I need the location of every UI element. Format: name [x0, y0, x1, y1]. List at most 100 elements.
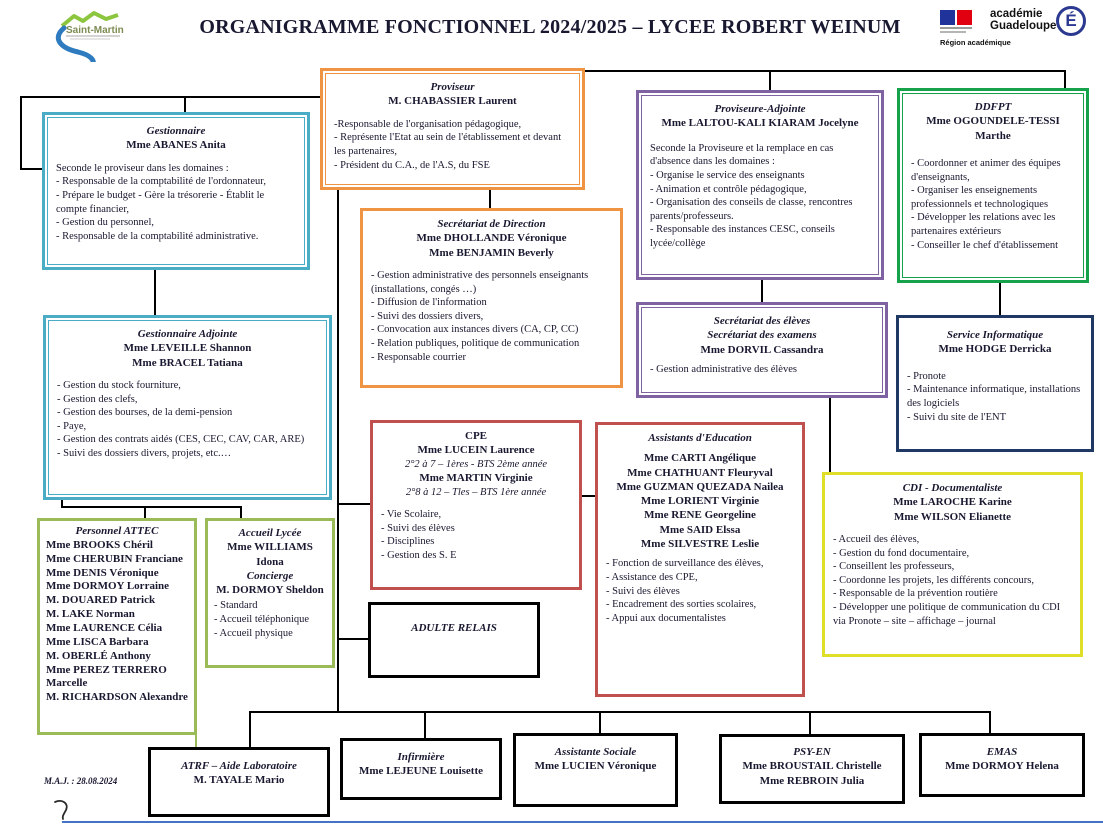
- academie-word: académie: [990, 8, 1043, 20]
- gestionnaire-role: Gestionnaire: [146, 125, 206, 137]
- connector: [582, 495, 596, 497]
- connector: [249, 711, 991, 713]
- infirmiere-names: Mme LEJEUNE Louisette: [358, 765, 484, 778]
- assistants-education-role: Assistants d'Education: [648, 432, 752, 444]
- accueil-lycee-names: Mme WILLIAMS Idona: [227, 541, 313, 568]
- ddfpt-duties: - Coordonner et animer des équipes d'ens…: [911, 157, 1061, 251]
- cdi-names: Mme LAROCHE Karine Mme WILSON Elianette: [893, 496, 1012, 523]
- connector: [1064, 70, 1066, 89]
- connector: [249, 711, 251, 748]
- connector: [20, 168, 44, 170]
- connector: [989, 711, 991, 734]
- bottom-rule: [62, 821, 1103, 823]
- service-informatique-names: Mme HODGE Derricka: [938, 343, 1052, 356]
- gestionnaire-adjointe-role: Gestionnaire Adjointe: [137, 328, 238, 340]
- box-secretariat-eleves: Secrétariat des élèves Secrétariat des e…: [636, 302, 888, 398]
- assistants-education-names: Mme CARTI Angélique Mme CHATHUANT Fleury…: [616, 452, 784, 551]
- ddfpt-role: DDFPT: [974, 101, 1012, 113]
- secretariat-direction-duties: - Gestion administrative des personnels …: [371, 269, 589, 363]
- box-secretariat-direction: Secrétariat de Direction Mme DHOLLANDE V…: [360, 208, 623, 388]
- box-atrf: ATRF – Aide Laboratoire M. TAYALE Mario: [148, 747, 330, 817]
- box-infirmiere: Infirmière Mme LEJEUNE Louisette: [340, 738, 502, 800]
- academie-badge-icon: É: [1056, 6, 1086, 36]
- saint-martin-logo-label: Saint-Martin: [66, 25, 124, 36]
- concierge-role: Concierge: [246, 569, 294, 582]
- academie-logo-text: académie Guadeloupe: [990, 8, 1056, 32]
- gestionnaire-adjointe-names: Mme LEVEILLE Shannon Mme BRACEL Tatiana: [123, 342, 252, 369]
- box-psy-en: PSY-EN Mme BROUSTAIL Christelle Mme REBR…: [719, 734, 905, 804]
- ddfpt-names: Mme OGOUNDELE-TESSI Marthe: [926, 115, 1060, 142]
- service-informatique-duties: - Pronote - Maintenance informatique, in…: [907, 370, 1081, 423]
- connector: [20, 96, 22, 170]
- gestionnaire-names: Mme ABANES Anita: [126, 139, 226, 152]
- proviseur-names: M. CHABASSIER Laurent: [388, 95, 517, 108]
- atrf-role: ATRF – Aide Laboratoire: [181, 760, 297, 772]
- personnel-attec-names: Mme BROOKS Chéril Mme CHERUBIN Franciane…: [46, 538, 188, 704]
- cpe-duties: - Vie Scolaire, - Suivi des élèves - Dis…: [381, 509, 457, 562]
- atrf-names: M. TAYALE Mario: [193, 774, 285, 787]
- box-accueil-lycee: Accueil Lycée Mme WILLIAMS Idona Concier…: [205, 518, 335, 668]
- cdi-duties: - Accueil des élèves, - Gestion du fond …: [833, 533, 1061, 627]
- box-proviseure-adjointe: Proviseure-Adjointe Mme LALTOU-KALI KIAR…: [636, 90, 884, 280]
- secretariat-direction-names: Mme DHOLLANDE Véronique Mme BENJAMIN Bev…: [416, 232, 567, 259]
- connector: [585, 70, 1066, 72]
- assistante-sociale-role: Assistante Sociale: [554, 746, 637, 758]
- connector: [337, 638, 369, 640]
- cpe-staff-2-classes: 2°8 à 12 – Tles – BTS 1ère année: [405, 486, 547, 498]
- connector: [829, 398, 831, 473]
- connector: [61, 506, 242, 508]
- box-service-informatique: Service Informatique Mme HODGE Derricka …: [896, 315, 1094, 452]
- secretariat-eleves-duties: - Gestion administrative des élèves: [650, 363, 797, 375]
- box-assistante-sociale: Assistante Sociale Mme LUCIEN Véronique: [513, 733, 678, 807]
- secretariat-examens-role: Secrétariat des examens: [707, 329, 817, 342]
- adulte-relais-role: ADULTE RELAIS: [411, 622, 497, 634]
- box-gestionnaire: Gestionnaire Mme ABANES Anita Seconde le…: [42, 112, 310, 270]
- psy-en-names: Mme BROUSTAIL Christelle Mme REBROIN Jul…: [742, 760, 882, 787]
- box-ddfpt: DDFPT Mme OGOUNDELE-TESSI Marthe - Coord…: [897, 88, 1089, 283]
- page-title: ORGANIGRAMME FONCTIONNEL 2024/2025 – LYC…: [199, 16, 901, 38]
- connector: [489, 190, 491, 209]
- connector: [195, 735, 197, 748]
- accueil-lycee-role: Accueil Lycée: [238, 527, 302, 539]
- connector: [144, 506, 146, 519]
- accueil-lycee-duties: - Standard - Accueil téléphonique - Accu…: [214, 600, 310, 639]
- last-updated-label: M.A.J. : 28.08.2024: [44, 776, 118, 786]
- connector: [337, 190, 339, 713]
- box-personnel-attec: Personnel ATTEC Mme BROOKS Chéril Mme CH…: [37, 518, 197, 735]
- cpe-role: CPE: [465, 430, 487, 442]
- connector: [154, 270, 156, 316]
- connector: [599, 711, 601, 734]
- connector: [184, 96, 186, 113]
- emas-names: Mme DORMOY Helena: [945, 760, 1059, 773]
- academie-guadeloupe-logo: académie Guadeloupe É Région académique: [938, 6, 1096, 56]
- connector: [761, 280, 763, 303]
- cpe-staff-1-classes: 2°2 à 7 – 1ères - BTS 2ème année: [404, 458, 548, 470]
- proviseure-adjointe-names: Mme LALTOU-KALI KIARAM Jocelyne: [661, 117, 859, 130]
- connector: [769, 70, 771, 91]
- connector: [20, 96, 322, 98]
- connector: [999, 283, 1001, 316]
- connector: [240, 506, 242, 519]
- secretariat-direction-role: Secrétariat de Direction: [437, 218, 546, 230]
- cpe-staff-2-name: Mme MARTIN Virginie: [419, 472, 533, 485]
- box-gestionnaire-adjointe: Gestionnaire Adjointe Mme LEVEILLE Shann…: [43, 315, 332, 500]
- cdi-role: CDI - Documentaliste: [902, 482, 1003, 494]
- proviseure-adjointe-role: Proviseure-Adjointe: [714, 103, 806, 115]
- infirmiere-role: Infirmière: [397, 751, 445, 763]
- emas-role: EMAS: [986, 746, 1018, 758]
- gestionnaire-duties: Seconde le proviseur dans les domaines :…: [56, 162, 266, 242]
- connector: [424, 711, 426, 739]
- box-cpe: CPE Mme LUCEIN Laurence 2°2 à 7 – 1ères …: [370, 420, 582, 590]
- connector: [337, 503, 371, 505]
- service-informatique-role: Service Informatique: [946, 329, 1044, 341]
- box-adulte-relais: ADULTE RELAIS: [368, 602, 540, 678]
- saint-martin-logo: Saint-Martin: [50, 4, 150, 69]
- secretariat-eleves-names: Mme DORVIL Cassandra: [700, 343, 824, 356]
- box-emas: EMAS Mme DORMOY Helena: [919, 733, 1085, 797]
- proviseur-role: Proviseur: [430, 81, 475, 93]
- handwritten-arrow-mark: [54, 800, 68, 820]
- saint-martin-logo-art: Saint-Martin: [55, 11, 124, 69]
- box-cdi: CDI - Documentaliste Mme LAROCHE Karine …: [822, 472, 1083, 657]
- connector: [809, 711, 811, 735]
